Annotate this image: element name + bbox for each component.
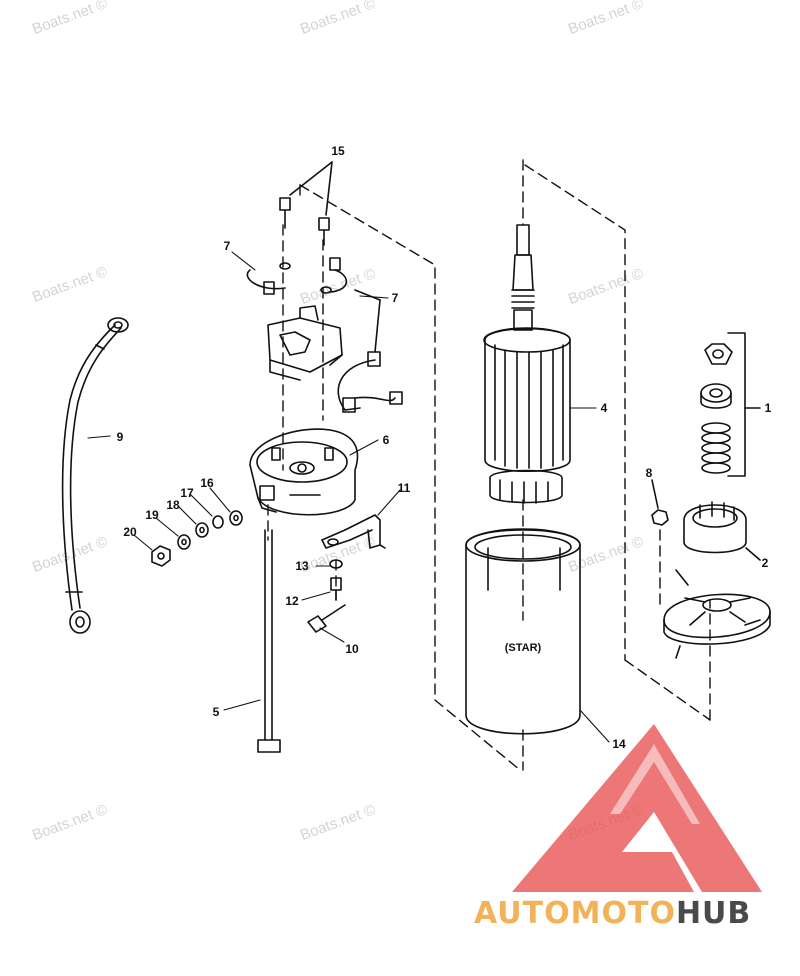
pinion-nut — [651, 479, 669, 526]
housing-label: (STAR) — [504, 642, 542, 654]
leader-lines — [87, 251, 610, 743]
through-bolt — [257, 529, 281, 753]
callout-12: 12 — [285, 594, 299, 608]
callout-13: 13 — [295, 559, 309, 573]
callout-17: 17 — [180, 486, 194, 500]
brush-screws — [279, 161, 333, 246]
callout-14: 14 — [612, 737, 626, 751]
battery-cable — [61, 317, 129, 634]
callout-19: 19 — [145, 508, 159, 522]
callout-4: 4 — [600, 401, 608, 415]
callout-7-right: 7 — [391, 291, 399, 305]
callout-6: 6 — [382, 433, 390, 447]
logo-text-primary: AUTOMOTO — [474, 896, 676, 931]
drive-kit — [700, 332, 761, 477]
callout-1: 1 — [764, 401, 772, 415]
callout-9: 9 — [116, 430, 124, 444]
automotohub-logo — [512, 724, 762, 892]
callout-8: 8 — [645, 466, 653, 480]
armature — [483, 224, 571, 504]
bracket-fasteners — [307, 559, 346, 633]
callout-10: 10 — [345, 642, 359, 656]
callout-7-left: 7 — [223, 239, 231, 253]
callout-16: 16 — [200, 476, 214, 490]
brush-spring-clips — [246, 257, 348, 295]
mounting-bracket — [321, 514, 386, 549]
callout-5: 5 — [212, 705, 220, 719]
callout-18: 18 — [166, 498, 180, 512]
terminal-hardware — [151, 510, 243, 567]
drive-pinion — [683, 501, 761, 561]
motor-housing — [465, 528, 581, 735]
drive-end-plate — [663, 569, 771, 659]
end-cap — [249, 428, 359, 516]
callout-2: 2 — [761, 556, 769, 570]
logo-text-secondary: HUB — [675, 896, 752, 931]
callout-20: 20 — [123, 525, 137, 539]
callout-11: 11 — [397, 481, 411, 495]
brush-lead-wire — [337, 289, 403, 413]
logo-wordmark: AUTOMOTOHUB — [474, 896, 751, 931]
brush-holder — [267, 305, 343, 381]
callout-15: 15 — [331, 144, 345, 158]
